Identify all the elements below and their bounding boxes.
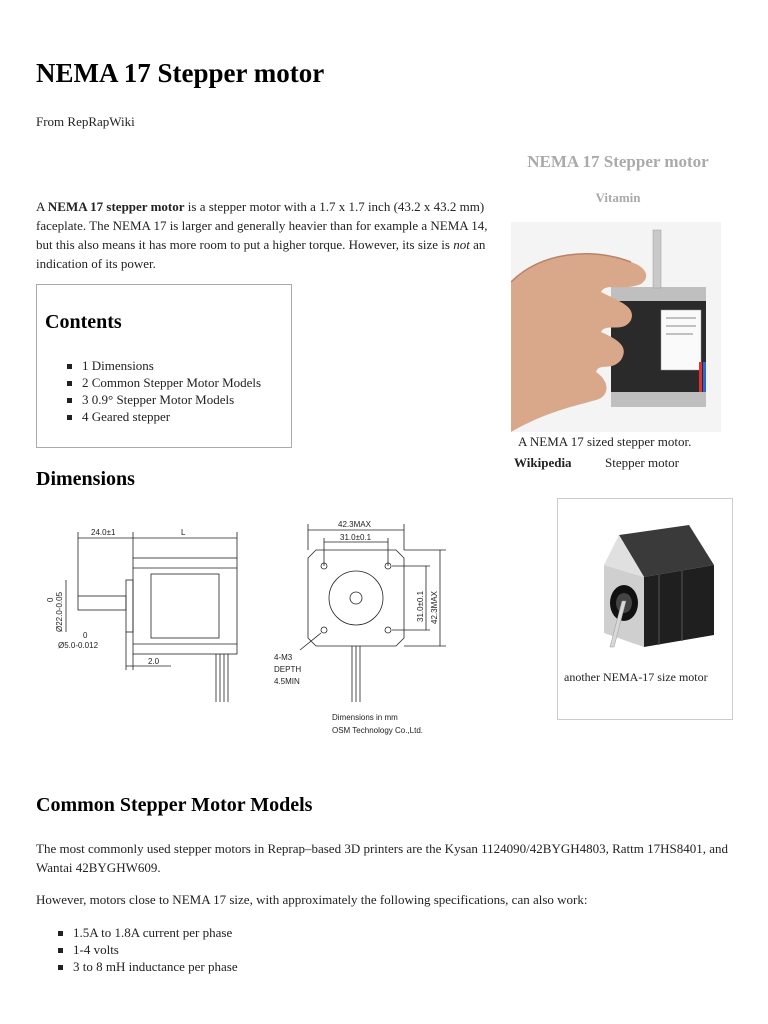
dim-note-units: Dimensions in mm <box>332 713 398 722</box>
table-of-contents: Contents 1 Dimensions 2 Common Stepper M… <box>36 284 292 448</box>
toc-link[interactable]: 3 0.9° Stepper Motor Models <box>82 392 235 407</box>
toc-link[interactable]: 4 Geared stepper <box>82 409 171 424</box>
motor-photo[interactable] <box>564 505 726 663</box>
dim-label-31-side: 31.0±0.1 <box>416 590 425 622</box>
dim-label-42max-top: 42.3MAX <box>338 520 372 529</box>
toc-item-common-models[interactable]: 2 Common Stepper Motor Models <box>67 374 261 391</box>
toc-list: 1 Dimensions 2 Common Stepper Motor Mode… <box>67 357 261 425</box>
thumbnail-caption: another NEMA-17 size motor <box>564 670 708 684</box>
dim-label-42max-side: 42.3MAX <box>430 590 439 624</box>
infobox-title: NEMA 17 Stepper motor <box>527 152 709 171</box>
dim-label-31-top: 31.0±0.1 <box>340 533 372 542</box>
toc-item-geared[interactable]: 4 Geared stepper <box>67 408 261 425</box>
list-item: 1-4 volts <box>58 941 238 958</box>
infobox-caption: A NEMA 17 sized stepper motor. <box>518 434 692 449</box>
dim-label-2: 2.0 <box>148 657 160 666</box>
common-models-paragraph: The most commonly used stepper motors in… <box>36 841 729 875</box>
dim-label-45min: 4.5MIN <box>274 677 300 686</box>
list-item: 1.5A to 1.8A current per phase <box>58 924 238 941</box>
dimension-drawing[interactable]: 24.0±1 L 0 Ø22.0-0.05 0 Ø5.0-0.012 2.0 4… <box>36 510 456 745</box>
dim-label-5: Ø5.0-0.012 <box>58 641 99 650</box>
dim-label-22-zero: 0 <box>46 597 55 602</box>
thumbnail-figure: another NEMA-17 size motor <box>557 498 733 720</box>
intro-emphasis: not <box>453 237 470 252</box>
specs-intro-paragraph: However, motors close to NEMA 17 size, w… <box>36 892 588 907</box>
intro-paragraph: A NEMA 17 stepper motor is a stepper mot… <box>36 197 490 273</box>
toc-link[interactable]: 2 Common Stepper Motor Models <box>82 375 262 390</box>
toc-item-dimensions[interactable]: 1 Dimensions <box>67 357 261 374</box>
toc-item-09-models[interactable]: 3 0.9° Stepper Motor Models <box>67 391 261 408</box>
infobox-row-link[interactable]: Stepper motor <box>605 455 680 470</box>
motor-in-hand-photo[interactable] <box>511 222 721 432</box>
page-title: NEMA 17 Stepper motor <box>36 58 325 88</box>
dim-label-24: 24.0±1 <box>91 528 116 537</box>
dim-label-5-zero: 0 <box>83 631 88 640</box>
infobox-subtitle: Vitamin <box>595 190 641 205</box>
toc-link[interactable]: 1 Dimensions <box>82 358 154 373</box>
intro-text-mid: is a stepper motor with a 1.7 x 1.7 inch… <box>36 199 488 252</box>
dim-label-m3: 4-M3 <box>274 653 293 662</box>
list-item: 3 to 8 mH inductance per phase <box>58 958 238 975</box>
intro-text-pre: A <box>36 199 48 214</box>
intro-bold-term: NEMA 17 stepper motor <box>47 199 185 214</box>
dim-label-depth: DEPTH <box>274 665 301 674</box>
intro-text-post: an indication of its power. <box>36 237 486 271</box>
dim-label-22: Ø22.0-0.05 <box>55 591 64 632</box>
site-subtitle: From RepRapWiki <box>36 114 135 129</box>
dim-note-company: OSM Technology Co.,Ltd. <box>332 726 423 735</box>
section-heading-dimensions: Dimensions <box>36 468 135 490</box>
section-heading-common-models: Common Stepper Motor Models <box>36 794 313 816</box>
specs-list: 1.5A to 1.8A current per phase 1-4 volts… <box>58 924 238 975</box>
dim-label-L: L <box>181 528 186 537</box>
infobox-row-key: Wikipedia <box>514 455 572 470</box>
toc-heading: Contents <box>45 311 122 333</box>
